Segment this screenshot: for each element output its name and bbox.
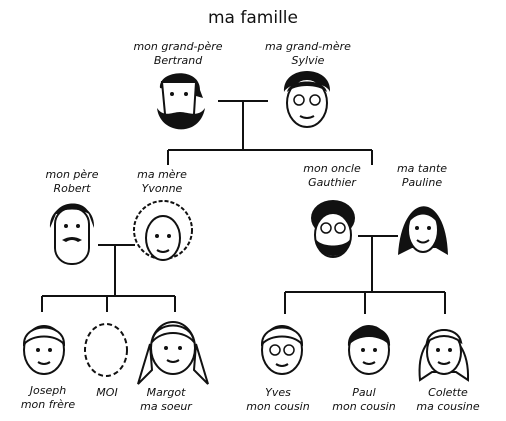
- blank-dashed-face-icon: [84, 323, 128, 377]
- bearded-hair-face-icon: [157, 73, 205, 130]
- dark-hair-boy-face-icon: [347, 325, 391, 375]
- diagram-title: ma famille: [208, 8, 298, 28]
- person-gauthier: mon oncle Gauthier: [303, 162, 361, 258]
- person-role: mon grand-père: [133, 40, 222, 53]
- person-name: Bertrand: [154, 54, 203, 67]
- person-moi: MOI: [84, 323, 128, 399]
- person-name: Paul: [352, 386, 375, 399]
- person-role: ma cousine: [416, 400, 479, 413]
- connector-lines: [41, 100, 446, 314]
- person-colette: Colette ma cousine: [416, 329, 480, 413]
- person-role: mon cousin: [246, 400, 309, 413]
- person-margot: Margot ma soeur: [137, 321, 209, 413]
- person-name: Colette: [428, 386, 468, 399]
- person-bertrand: mon grand-père Bertrand: [133, 40, 223, 130]
- person-paul: Paul mon cousin: [332, 325, 396, 413]
- person-role: mon cousin: [332, 400, 395, 413]
- bob-hair-girl-face-icon: [418, 329, 470, 382]
- person-joseph: Joseph mon frère: [21, 325, 76, 411]
- person-name: Joseph: [28, 384, 66, 397]
- person-robert: mon père Robert: [46, 168, 99, 265]
- person-name: Margot: [147, 386, 186, 399]
- person-role: mon frère: [21, 398, 76, 411]
- person-role: ma mère: [137, 168, 187, 181]
- mustache-face-icon: [49, 203, 95, 265]
- person-role: mon père: [46, 168, 99, 181]
- person-yvonne: ma mère Yvonne: [133, 168, 193, 261]
- person-yves: Yves mon cousin: [246, 325, 310, 413]
- person-role: ma grand-mère: [265, 40, 351, 53]
- person-name: Gauthier: [308, 176, 357, 189]
- person-name: Yvonne: [142, 182, 183, 195]
- person-role: ma soeur: [140, 400, 193, 413]
- person-name: Sylvie: [292, 54, 325, 67]
- person-role: ma tante: [397, 162, 447, 175]
- bearded-glasses-face-icon: [311, 200, 355, 258]
- person-role: mon oncle: [303, 162, 361, 175]
- person-name: Robert: [54, 182, 92, 195]
- curly-hair-face-icon: [133, 200, 193, 261]
- boy-face-icon: [22, 325, 66, 375]
- long-hair-face-icon: [398, 206, 448, 255]
- person-name: MOI: [96, 386, 117, 399]
- person-sylvie: ma grand-mère Sylvie: [265, 40, 351, 128]
- person-name: Yves: [265, 386, 291, 399]
- glasses-bun-face-icon: [283, 71, 331, 128]
- glasses-boy-face-icon: [260, 325, 304, 375]
- person-name: Pauline: [402, 176, 442, 189]
- pigtails-face-icon: [137, 321, 209, 385]
- person-pauline: ma tante Pauline: [397, 162, 448, 255]
